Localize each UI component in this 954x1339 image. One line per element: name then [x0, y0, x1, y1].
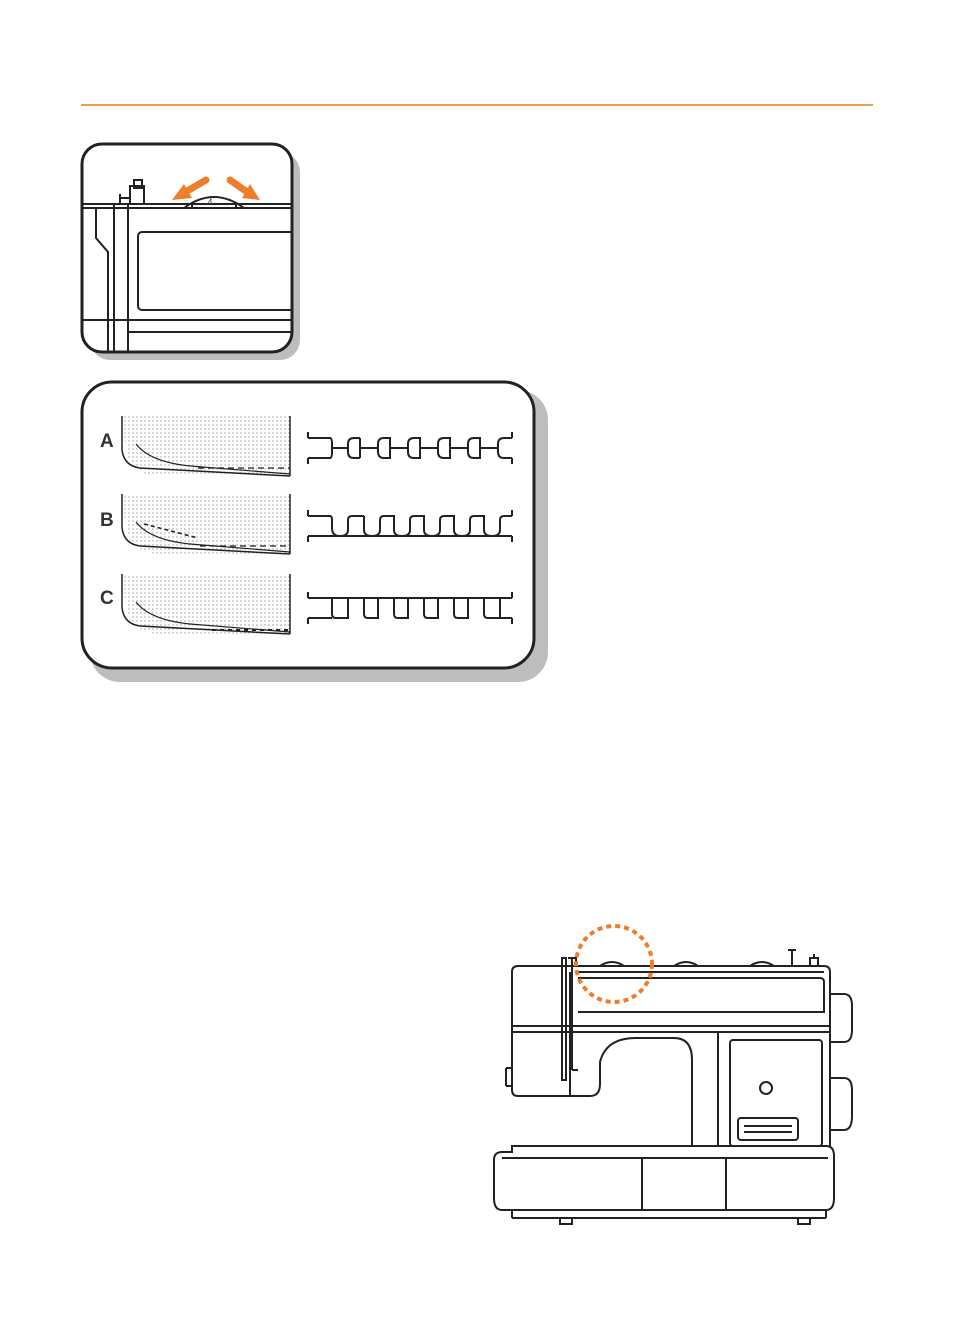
example-label: C — [100, 588, 114, 609]
fabric-cross-section — [122, 574, 290, 634]
tension-dial-illustration: 4 — [80, 142, 302, 362]
sewing-machine-illustration — [488, 920, 868, 1232]
header-rule — [81, 104, 873, 106]
example-label: B — [100, 510, 114, 531]
fabric-cross-section — [122, 416, 290, 476]
stitch-tension-examples: A — [80, 380, 550, 684]
example-label: A — [100, 431, 114, 452]
dial-number: 4 — [207, 197, 212, 207]
fabric-cross-section — [122, 494, 290, 554]
